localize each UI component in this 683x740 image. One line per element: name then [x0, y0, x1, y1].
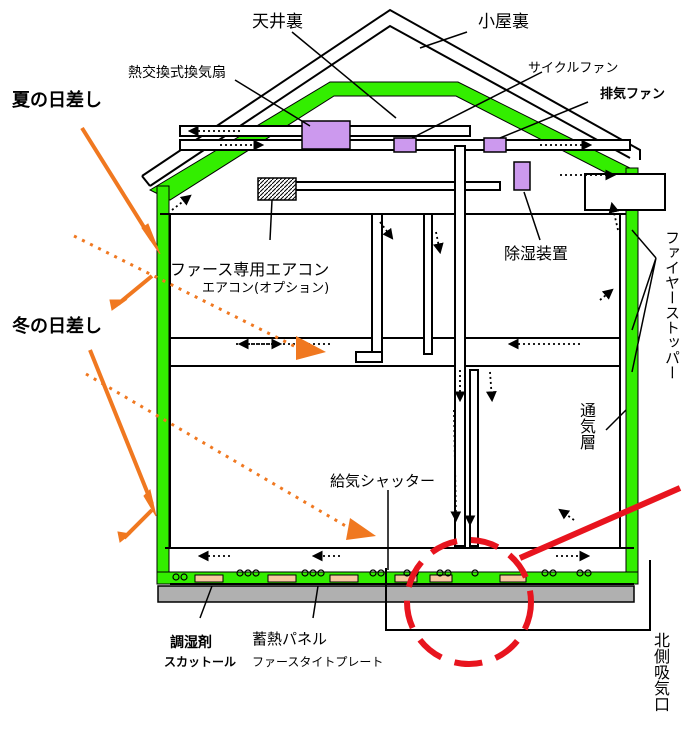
air-layer-label: 通気層 [577, 402, 596, 450]
summer-sun-ray-reflect [116, 274, 154, 306]
exhaust-fan-unit [483, 137, 507, 153]
summer-sun-label: 夏の日差し [12, 90, 102, 111]
cycle-fan-unit [393, 137, 417, 153]
dehumidifier-label: 除湿装置 [504, 244, 569, 263]
heat-storage-panels [194, 574, 527, 583]
attic-label: 小屋裏 [478, 12, 529, 32]
winter-sun-dotted [85, 372, 357, 534]
fire-stopper-label: ファイヤーストッパー [663, 230, 681, 380]
highlight-callout [404, 485, 682, 667]
summer-sun-ray [80, 126, 154, 242]
heat-panel-label: 蓄熱パネル [252, 630, 328, 648]
leader-lines [199, 31, 657, 619]
ceiling-space-label: 天井裏 [252, 12, 303, 32]
aircon-unit [257, 177, 297, 201]
roof-outline [141, 8, 666, 211]
heat-panel-product-label: ファースタイトプレート [252, 655, 384, 669]
aircon-main-label: ファース専用エアコン [170, 260, 330, 279]
sun-rays [73, 126, 376, 543]
humidity-agent-product-label: スカットール [164, 655, 237, 669]
foundation-slab [157, 585, 635, 603]
dehumidifier-unit [513, 161, 531, 191]
heat-exchange-fan-label: 熱交換式換気扇 [128, 65, 226, 81]
supply-shutter-label: 給気シャッター [330, 472, 436, 490]
insulation-layer [148, 81, 639, 585]
winter-sun-label: 冬の日差し [12, 316, 102, 337]
house-structure [160, 213, 634, 585]
humidity-agent-label: 調湿剤 [170, 635, 212, 651]
summer-sun-dotted [73, 234, 303, 352]
aircon-option-label: エアコン(オプション) [202, 281, 330, 296]
airflow-arrows [171, 125, 620, 562]
cycle-fan-label: サイクルファン [528, 61, 619, 76]
ducts [179, 125, 651, 631]
north-intake-label: 北側吸気口 [651, 632, 670, 712]
exhaust-fan-label: 排気ファン [600, 87, 666, 102]
winter-sun-ray [88, 349, 154, 505]
